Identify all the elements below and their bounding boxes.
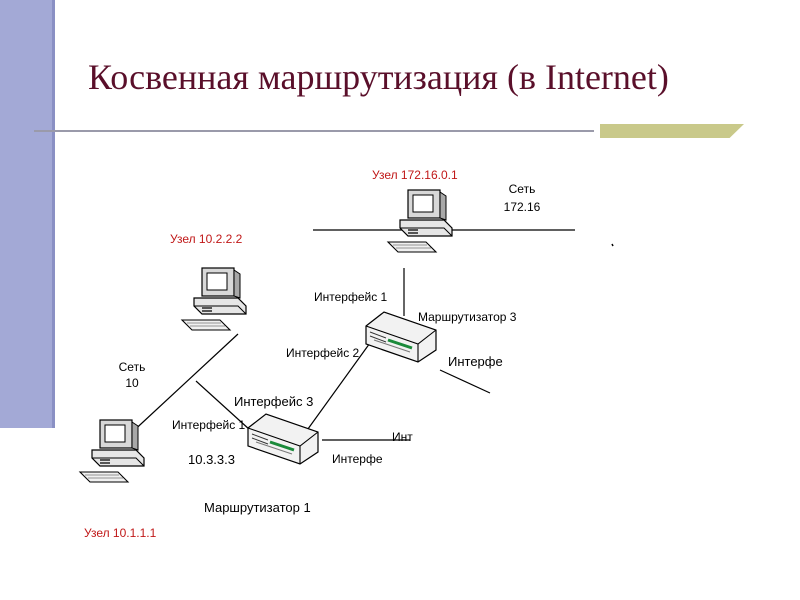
stray-dot <box>611 243 614 247</box>
router1-address: 10.3.3.3 <box>188 452 235 467</box>
net-172-value: 172.16 <box>503 200 541 214</box>
router1-label: Маршрутизатор 1 <box>204 500 311 515</box>
title-rule <box>34 130 594 132</box>
router3-label: Маршрутизатор 3 <box>418 310 517 324</box>
net-10-label: Сеть <box>118 360 146 374</box>
link-net10-r1 <box>195 380 251 431</box>
net-10-value: 10 <box>125 376 139 390</box>
node-label-10-2: Узел 10.2.2.2 <box>170 232 243 246</box>
router1-interface1: Интерфейс 1 <box>172 418 246 432</box>
router1-interface-cut: Интерфе <box>332 452 383 466</box>
router1-interface3: Интерфейс 3 <box>234 394 314 409</box>
computer-icon <box>181 267 247 331</box>
computer-icon <box>79 419 145 483</box>
link-r1-r3 <box>299 335 376 441</box>
net-10-line <box>127 333 239 437</box>
net-172-label: Сеть <box>508 182 536 196</box>
node-label-10-1: Узел 10.1.1.1 <box>84 526 157 540</box>
node-label-172: Узел 172.16.0.1 <box>372 168 458 182</box>
title-rule-accent <box>600 124 744 138</box>
left-decor-bar <box>0 0 55 428</box>
computer-icon <box>387 189 453 253</box>
link-r3-out <box>439 369 491 394</box>
slide-title: Косвенная маршрутизация (в Internet) <box>88 57 669 97</box>
router3-interface-cut: Интерфе <box>448 354 503 369</box>
router1-interface-cut-top: Инт <box>392 430 413 444</box>
router3-interface2: Интерфейс 2 <box>286 346 360 360</box>
router3-interface1: Интерфейс 1 <box>314 290 388 304</box>
router-icon <box>246 412 320 466</box>
